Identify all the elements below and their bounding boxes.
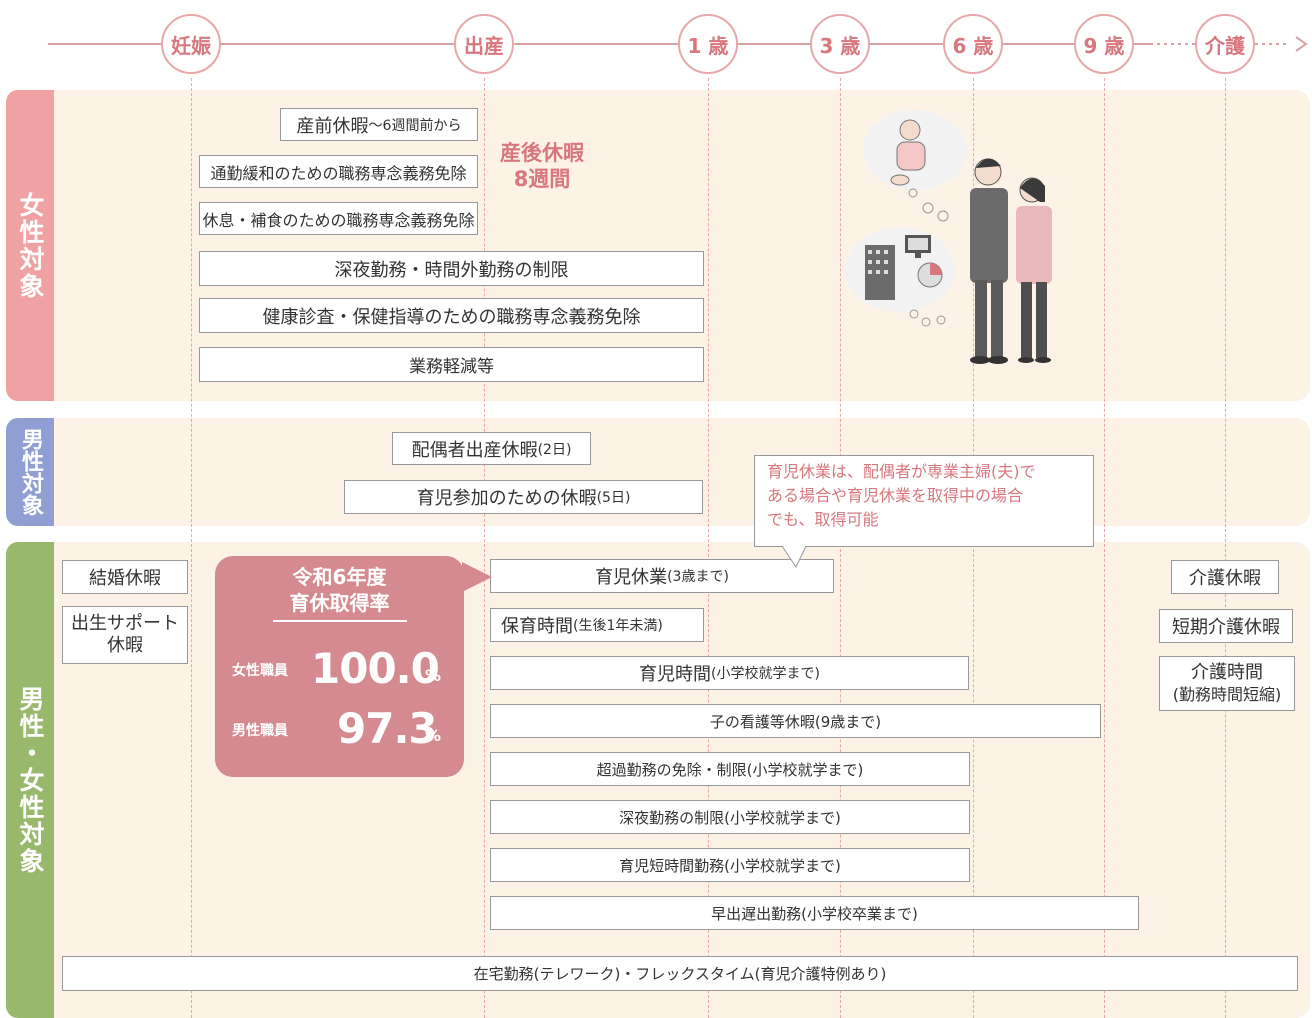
- milestone-pregnancy: 妊娠: [161, 14, 221, 74]
- childcare-leave-callout: 育児休業は、配偶者が専業主婦(夫)で ある場合や育児休業を取得中の場合 でも、取…: [754, 455, 1094, 547]
- milestone-line: [840, 78, 841, 1018]
- male-rate-label: 男性職員: [232, 723, 288, 739]
- childcare-leave-rate-bubble: 令和6年度 育休取得率 女性職員 100.0 % 男性職員 97.3 %: [215, 556, 464, 777]
- both-section-label: 男性・女性対象: [6, 542, 54, 1018]
- spouse-birth-leave-box: 配偶者出産休暇(2日): [392, 432, 591, 465]
- childcare-leave-box: 育児休業(3歳まで): [490, 559, 834, 593]
- milestone-line: [1225, 78, 1226, 1018]
- rate-title: 令和6年度 育休取得率: [289, 565, 390, 615]
- milestone-age-3: 3 歳: [810, 14, 870, 74]
- milestone-line: [708, 78, 709, 1018]
- milestone-age-6: 6 歳: [943, 14, 1003, 74]
- women-section-label: 女性対象: [6, 90, 54, 401]
- rate-title-underline: [272, 620, 407, 622]
- rate-bubble-pointer: [462, 562, 492, 592]
- milestone-age-1: 1 歳: [678, 14, 738, 74]
- short-care-leave-box: 短期介護休暇: [1159, 609, 1293, 643]
- telework-flextime-box: 在宅勤務(テレワーク)・フレックスタイム(育児介護特例あり): [62, 956, 1298, 991]
- female-rate-value: 100.0: [311, 644, 440, 693]
- male-rate-value: 97.3: [337, 704, 438, 753]
- milestone-line: [484, 78, 485, 1018]
- work-reduction-box: 業務軽減等: [199, 347, 704, 382]
- early-late-work-box: 早出遅出勤務(小学校卒業まで): [490, 896, 1139, 930]
- childcare-time-box: 育児時間(小学校就学まで): [490, 656, 969, 690]
- marriage-leave-box: 結婚休暇: [62, 560, 188, 594]
- night-overtime-limit-box: 深夜勤務・時間外勤務の制限: [199, 251, 704, 286]
- postnatal-leave-label: 産後休暇 8週間: [500, 141, 584, 191]
- milestone-birth: 出産: [454, 14, 514, 74]
- men-section-label: 男性対象: [6, 418, 54, 526]
- health-check-box: 健康診査・保健指導のための職務専念義務免除: [199, 298, 704, 333]
- milestone-line: [1104, 78, 1105, 1018]
- male-rate-unit: %: [425, 726, 442, 745]
- nursing-time-box: 保育時間(生後1年未満): [490, 608, 704, 642]
- milestone-care: 介護: [1195, 14, 1255, 74]
- commute-relief-box: 通勤緩和のための職務専念義務免除: [199, 155, 478, 188]
- female-rate-label: 女性職員: [232, 663, 288, 679]
- milestone-line: [191, 78, 192, 1018]
- rest-meal-box: 休息・補食のための職務専念義務免除: [199, 202, 478, 235]
- milestone-age-9: 9 歳: [1074, 14, 1134, 74]
- birth-support-leave-box: 出生サポート休暇: [62, 606, 188, 664]
- sick-child-leave-box: 子の看護等休暇(9歳まで): [490, 704, 1101, 738]
- care-time-box: 介護時間(勤務時間短縮): [1159, 656, 1295, 711]
- milestone-line: [973, 78, 974, 1018]
- couple-thinking-illustration: [845, 110, 1052, 364]
- female-rate-unit: %: [425, 666, 442, 685]
- callout-pointer: [781, 545, 807, 569]
- night-work-limit-box: 深夜勤務の制限(小学校就学まで): [490, 800, 970, 834]
- childcare-participation-leave-box: 育児参加のための休暇(5日): [344, 480, 703, 514]
- overtime-exemption-box: 超過勤務の免除・制限(小学校就学まで): [490, 752, 970, 786]
- care-leave-box: 介護休暇: [1171, 560, 1279, 594]
- prenatal-leave-box: 産前休暇～6週間前から: [280, 108, 478, 141]
- short-hours-work-box: 育児短時間勤務(小学校就学まで): [490, 848, 970, 882]
